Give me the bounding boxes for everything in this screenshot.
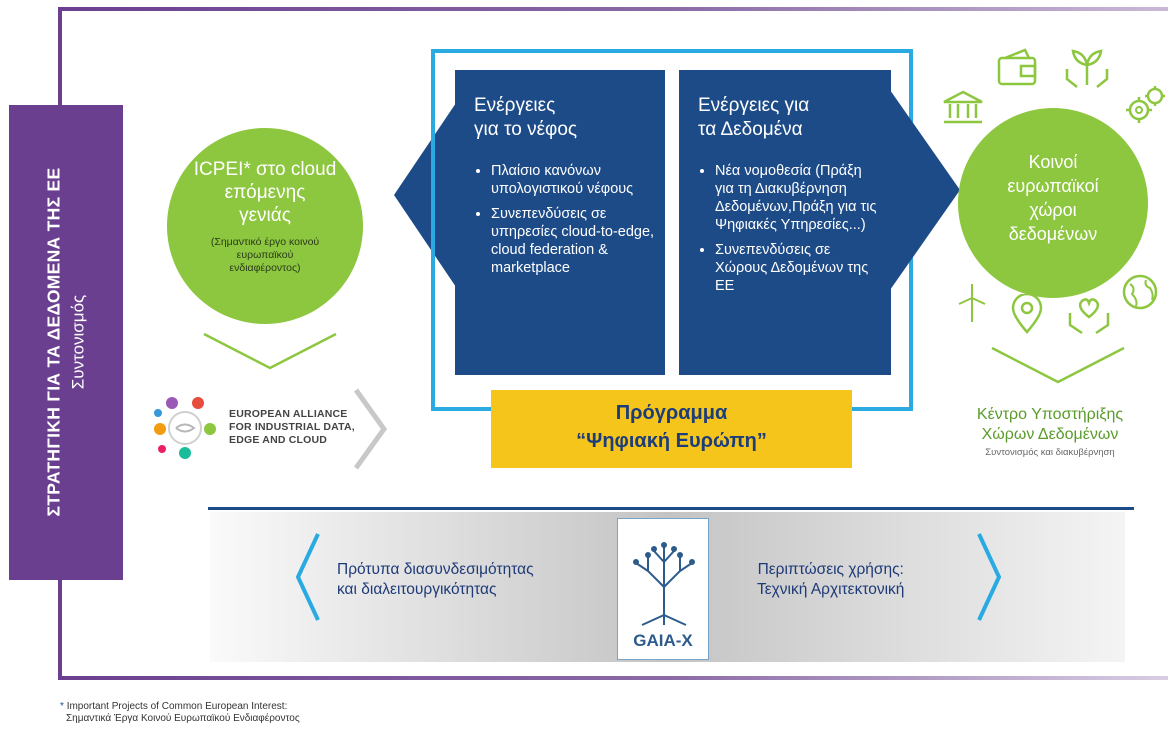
wind-turbine-icon — [958, 284, 986, 322]
bottom-right-bracket-icon — [977, 533, 1002, 621]
left-arrow-icon — [394, 100, 458, 290]
frame-bottom — [58, 676, 1168, 680]
spaces-line-4: δεδομένων — [1008, 224, 1098, 244]
support-center-label: Κέντρο Υποστήριξης Χώρων Δεδομένων Συντο… — [955, 405, 1145, 458]
data-spaces-circle: Κοινοί ευρωπαϊκοί χώροι δεδομένων — [958, 108, 1148, 298]
bank-icon — [943, 90, 983, 124]
programme-line-1: Πρόγραμμα — [615, 402, 728, 424]
icpei-title-2: επόμενης — [224, 182, 306, 203]
frame-top — [58, 7, 1168, 11]
bottom-left-bracket-icon — [295, 533, 320, 621]
gaia-x-logo: GAIA-X — [617, 518, 709, 660]
icpei-sub-2: ευρωπαϊκού — [236, 249, 294, 261]
spaces-line-3: χώροι — [1029, 200, 1077, 220]
side-title: ΣΤΡΑΤΗΓΙΚΗ ΓΙΑ ΤΑ ΔΕΔΟΜΕΝΑ ΤΗΣ ΕΕ — [43, 167, 64, 517]
icpei-title-3: γενιάς — [239, 205, 291, 226]
gears-icon — [1126, 86, 1165, 123]
support-line-3: Συντονισμός και διακυβέρνηση — [985, 447, 1115, 458]
use-cases-label: Περιπτώσεις χρήσης: Τεχνική Αρχιτεκτονικ… — [757, 560, 904, 600]
icpei-sub-1: (Σημαντικό έργο κοινού — [210, 236, 320, 248]
cloud-list: Πλαίσιο κανόνων υπολογιστικού νέφους Συν… — [473, 162, 655, 284]
icpei-circle: ICPEI* στο cloud επόμενης γενιάς (Σημαντ… — [167, 128, 363, 324]
icpei-sub-3: ενδιαφέροντος) — [229, 262, 301, 274]
standards-line-2: και διαλειτουργικότητας — [337, 581, 497, 598]
support-line-2: Χώρων Δεδομένων — [981, 426, 1119, 443]
data-item-2: Συνεπενδύσεις σε Χώρους Δεδομένων της ΕΕ — [715, 241, 881, 295]
data-title-2: τα Δεδομένα — [698, 119, 803, 140]
globe-icon — [1122, 274, 1158, 310]
gaia-tree-icon — [633, 542, 695, 626]
alliance-label: EUROPEAN ALLIANCE FOR INDUSTRIAL DATA, E… — [229, 408, 355, 447]
spaces-line-1: Κοινοί — [1028, 152, 1078, 172]
icpei-title-1: ICPEI* στο cloud — [193, 159, 337, 180]
cloud-item-2: Συνεπενδύσεις σε υπηρεσίες cloud-to-edge… — [491, 205, 655, 277]
plant-hands-icon — [1065, 49, 1109, 88]
left-chevron-down-icon — [203, 332, 337, 370]
digital-europe-programme: Πρόγραμμα “Ψηφιακή Ευρώπη” — [491, 390, 852, 468]
interoperability-standards-label: Πρότυπα διασυνδεσιμότητας και διαλειτουρ… — [337, 560, 534, 600]
side-band — [9, 105, 123, 580]
wallet-icon — [997, 48, 1037, 86]
support-line-1: Κέντρο Υποστήριξης — [976, 406, 1124, 423]
spaces-line-2: ευρωπαϊκοί — [1007, 176, 1099, 196]
cloud-title-1: Ενέργειες — [474, 95, 556, 116]
data-title-1: Ενέργειες για — [698, 95, 810, 116]
location-pin-icon — [1011, 294, 1043, 334]
footnote: * Important Projects of Common European … — [60, 701, 300, 725]
programme-line-2: “Ψηφιακή Ευρώπη” — [576, 430, 767, 452]
side-label: ΣΤΡΑΤΗΓΙΚΗ ΓΙΑ ΤΑ ΔΕΔΟΜΕΝΑ ΤΗΣ ΕΕ Συντον… — [44, 107, 89, 577]
divider-line — [208, 507, 1134, 510]
footnote-star: * — [60, 701, 64, 712]
right-chevron-down-icon — [991, 346, 1125, 384]
footnote-line-2: Σημαντικά Έργα Κοινού Ευρωπαϊκού Ενδιαφέ… — [66, 713, 300, 724]
alliance-chevron-icon — [353, 388, 388, 470]
cloud-actions-panel: Ενέργειες για το νέφος Πλαίσιο κανόνων υ… — [455, 70, 665, 375]
data-list: Νέα νομοθεσία (Πράξη για τη Διακυβέρνηση… — [697, 162, 881, 302]
alliance-line-2: FOR INDUSTRIAL DATA, — [229, 421, 355, 433]
standards-line-1: Πρότυπα διασυνδεσιμότητας — [337, 561, 534, 578]
cloud-title-2: για το νέφος — [474, 119, 578, 140]
data-item-1: Νέα νομοθεσία (Πράξη για τη Διακυβέρνηση… — [715, 162, 881, 234]
alliance-line-1: EUROPEAN ALLIANCE — [229, 408, 348, 420]
use-cases-line-1: Περιπτώσεις χρήσης: — [757, 561, 904, 578]
use-cases-line-2: Τεχνική Αρχιτεκτονική — [757, 581, 905, 598]
heart-hands-icon — [1068, 298, 1110, 335]
footnote-line-1: Important Projects of Common European In… — [66, 701, 288, 712]
data-actions-panel: Ενέργειες για τα Δεδομένα Νέα νομοθεσία … — [679, 70, 891, 375]
alliance-logo-icon — [154, 397, 216, 459]
side-subtitle: Συντονισμός — [68, 294, 88, 390]
gaia-x-wordmark: GAIA-X — [633, 631, 693, 650]
alliance-line-3: EDGE AND CLOUD — [229, 434, 328, 446]
right-arrow-icon — [890, 90, 960, 290]
cloud-item-1: Πλαίσιο κανόνων υπολογιστικού νέφους — [491, 162, 655, 198]
